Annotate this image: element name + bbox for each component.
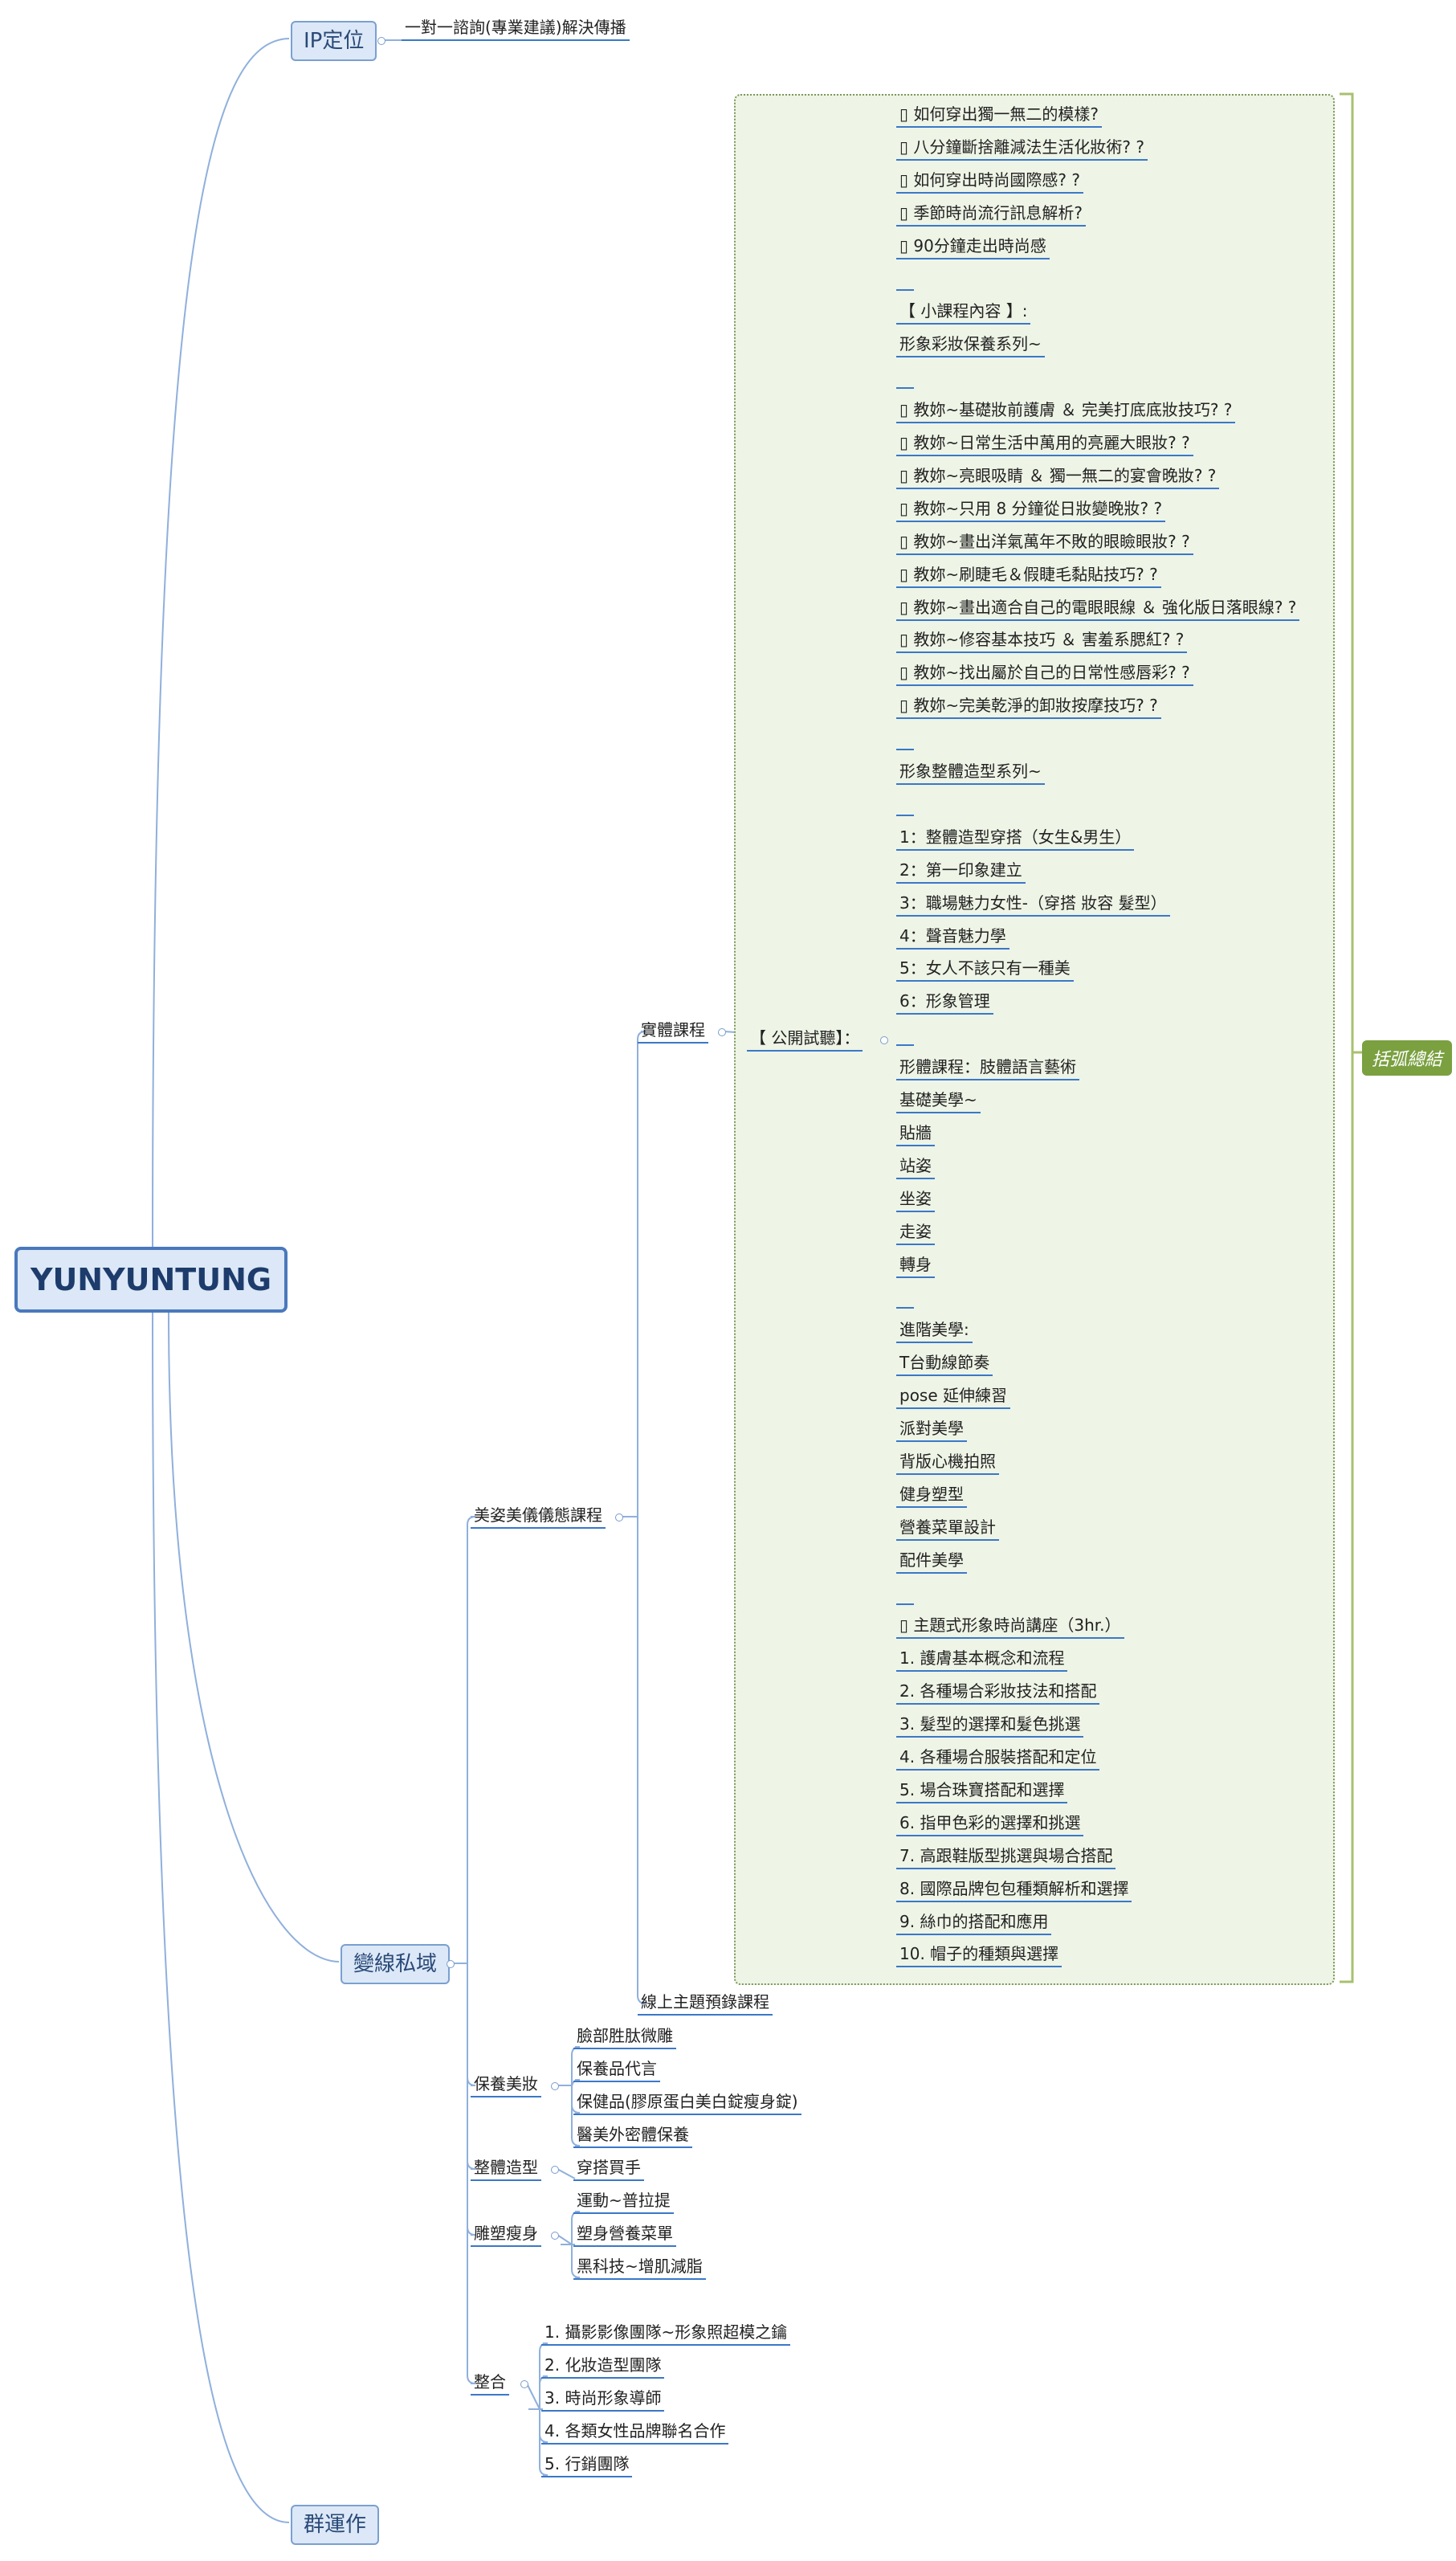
lesson-item[interactable]: 形體課程：肢體語言藝術 (896, 1059, 1079, 1080)
lesson-item[interactable]: ▯ 主題式形象時尚講座（3hr.） (896, 1617, 1124, 1639)
collapse-knob[interactable] (377, 37, 385, 45)
collapse-knob[interactable] (551, 2232, 559, 2240)
lesson-item[interactable] (896, 1026, 914, 1046)
lesson-item[interactable] (896, 796, 914, 816)
lesson-item[interactable]: 站姿 (896, 1158, 935, 1179)
lesson-item[interactable] (896, 1289, 914, 1309)
lesson-item[interactable]: 5：女人不該只有一種美 (896, 960, 1074, 982)
lesson-item[interactable]: 貼牆 (896, 1125, 935, 1146)
styling-item[interactable]: 穿搭買手 (573, 2159, 644, 2181)
lesson-item[interactable]: ▯ 教妳~亮眼吸睛 ＆ 獨一無二的宴會晚妝? ? (896, 468, 1220, 489)
lesson-item[interactable]: ▯ 如何穿出時尚國際感? ? (896, 172, 1083, 194)
lesson-item[interactable]: ▯ 教妳~完美乾淨的卸妝按摩技巧? ? (896, 697, 1161, 719)
branch-private-domain[interactable]: 變線私域 (341, 1944, 451, 1984)
lesson-item[interactable]: 進階美學: (896, 1321, 973, 1343)
lesson-item[interactable]: 健身塑型 (896, 1486, 967, 1508)
lesson-item[interactable] (896, 1585, 914, 1605)
lesson-item[interactable]: 8. 國際品牌包包種類解析和選擇 (896, 1881, 1132, 1902)
lesson-item[interactable]: 1. 護膚基本概念和流程 (896, 1650, 1068, 1672)
care-item[interactable]: 醫美外密體保養 (573, 2126, 692, 2148)
collapse-knob[interactable] (718, 1028, 726, 1036)
lesson-item[interactable]: 派對美學 (896, 1420, 967, 1442)
lesson-item[interactable]: 配件美學 (896, 1552, 967, 1574)
care-item[interactable]: 保健品(膠原蛋白美白錠瘦身錠) (573, 2093, 801, 2115)
physical-course[interactable]: 實體課程 (638, 1022, 708, 1044)
lesson-item[interactable]: 4. 各種場合服裝搭配和定位 (896, 1749, 1100, 1771)
lesson-item[interactable]: 3：職場魅力女性-（穿搭 妝容 髮型） (896, 895, 1170, 917)
lesson-item[interactable]: 6：形象管理 (896, 993, 993, 1015)
integration-item[interactable]: 4. 各類女性品牌聯名合作 (541, 2423, 729, 2445)
sculpt-slimming[interactable]: 雕塑瘦身 (471, 2225, 541, 2247)
integration-item[interactable]: 1. 攝影影像團隊~形象照超模之鑰 (541, 2324, 791, 2346)
summary-label[interactable]: 括弧總結 (1362, 1040, 1453, 1076)
online-course[interactable]: 線上主題預錄課程 (638, 1994, 773, 2016)
sculpt-item[interactable]: 黑科技~增肌減脂 (573, 2258, 706, 2280)
public-trial[interactable]: 【 公開試聽】： (747, 1030, 863, 1052)
lesson-item[interactable]: 基礎美學~ (896, 1092, 981, 1113)
lesson-item[interactable]: 走姿 (896, 1223, 935, 1245)
lesson-item[interactable]: 轉身 (896, 1256, 935, 1278)
overall-styling[interactable]: 整體造型 (471, 2159, 541, 2181)
lesson-item[interactable]: ▯ 季節時尚流行訊息解析? (896, 205, 1086, 227)
lesson-item[interactable]: 營養菜單設計 (896, 1519, 999, 1541)
collapse-knob[interactable] (551, 2082, 559, 2090)
lesson-item[interactable]: ▯ 教妳~基礎妝前護膚 ＆ 完美打底底妝技巧? ? (896, 402, 1236, 423)
sculpt-item[interactable]: 塑身營養菜單 (573, 2225, 676, 2247)
lesson-item[interactable]: ▯ 教妳~畫出洋氣萬年不敗的眼瞼眼妝? ? (896, 533, 1193, 555)
lesson-item[interactable]: ▯ 教妳~畫出適合自己的電眼眼線 ＆ 強化版日落眼線? ? (896, 599, 1300, 621)
lesson-item[interactable]: 7. 高跟鞋版型挑選與場合搭配 (896, 1848, 1116, 1869)
lesson-item[interactable]: 背版心機拍照 (896, 1453, 999, 1475)
lesson-item[interactable] (896, 271, 914, 291)
lesson-item[interactable]: 9. 絲巾的搭配和應用 (896, 1914, 1052, 1935)
lesson-item[interactable]: 10. 帽子的種類與選擇 (896, 1946, 1062, 1967)
lesson-item[interactable]: ▯ 教妳~刷睫毛＆假睫毛黏貼技巧? ? (896, 566, 1161, 588)
integration[interactable]: 整合 (471, 2374, 509, 2396)
root-topic[interactable]: YUNYUNTUNG (14, 1247, 288, 1313)
care-beauty[interactable]: 保養美妝 (471, 2076, 541, 2097)
lesson-item[interactable]: 5. 場合珠寶搭配和選擇 (896, 1782, 1068, 1803)
integration-item[interactable]: 3. 時尚形象導師 (541, 2390, 665, 2412)
branch-group-operation[interactable]: 群運作 (291, 2505, 380, 2545)
integration-item[interactable]: 2. 化妝造型團隊 (541, 2357, 665, 2379)
collapse-knob[interactable] (520, 2380, 528, 2388)
lesson-item[interactable] (896, 369, 914, 389)
collapse-knob[interactable] (551, 2166, 559, 2174)
lesson-item[interactable]: 形象整體造型系列~ (896, 763, 1045, 785)
lesson-item[interactable]: 6. 指甲色彩的選擇和挑選 (896, 1815, 1084, 1836)
lesson-item[interactable]: 2：第一印象建立 (896, 862, 1026, 884)
lesson-item[interactable]: ▯ 教妳~找出屬於自己的日常性感唇彩? ? (896, 664, 1193, 686)
lesson-item[interactable]: ▯ 90分鐘走出時尚感 (896, 238, 1050, 259)
care-item[interactable]: 臉部胜肽微雕 (573, 2028, 676, 2049)
lesson-item[interactable]: ▯ 如何穿出獨一無二的模樣? (896, 106, 1102, 128)
boundary-frame (734, 94, 1335, 1985)
lesson-item[interactable]: 形象彩妝保養系列~ (896, 336, 1045, 357)
collapse-knob[interactable] (880, 1036, 888, 1044)
lesson-item[interactable]: 1：整體造型穿搭（女生&男生） (896, 829, 1135, 851)
lesson-item[interactable]: pose 延伸練習 (896, 1387, 1011, 1409)
lesson-item[interactable]: ▯ 教妳~修容基本技巧 ＆ 害羞系腮紅? ? (896, 631, 1188, 653)
lesson-item[interactable]: ▯ 教妳~日常生活中萬用的亮麗大眼妝? ? (896, 435, 1193, 456)
lesson-item[interactable]: 【 小課程內容 】: (896, 303, 1031, 325)
lesson-item[interactable] (896, 730, 914, 750)
course-deportment[interactable]: 美姿美儀儀態課程 (471, 1507, 606, 1529)
sculpt-item[interactable]: 運動~普拉提 (573, 2192, 674, 2214)
care-item[interactable]: 保養品代言 (573, 2061, 660, 2082)
integration-item[interactable]: 5. 行銷團隊 (541, 2456, 633, 2477)
lesson-item[interactable]: 坐姿 (896, 1191, 935, 1212)
lesson-item[interactable]: T台動線節奏 (896, 1354, 993, 1376)
branch-ip-positioning[interactable]: IP定位 (291, 21, 377, 61)
collapse-knob[interactable] (447, 1960, 455, 1968)
lesson-item[interactable]: ▯ 八分鐘斷捨離減法生活化妝術? ? (896, 139, 1148, 161)
lesson-item[interactable]: ▯ 教妳~只用 8 分鐘從日妝變晚妝? ? (896, 500, 1166, 522)
collapse-knob[interactable] (615, 1513, 623, 1521)
lesson-item[interactable]: 4：聲音魅力學 (896, 928, 1009, 950)
ip-consult-item[interactable]: 一對一諮詢(專業建議)解決傳播 (402, 19, 630, 41)
lesson-item[interactable]: 3. 髮型的選擇和髮色挑選 (896, 1716, 1084, 1738)
lesson-item[interactable]: 2. 各種場合彩妝技法和搭配 (896, 1683, 1100, 1705)
